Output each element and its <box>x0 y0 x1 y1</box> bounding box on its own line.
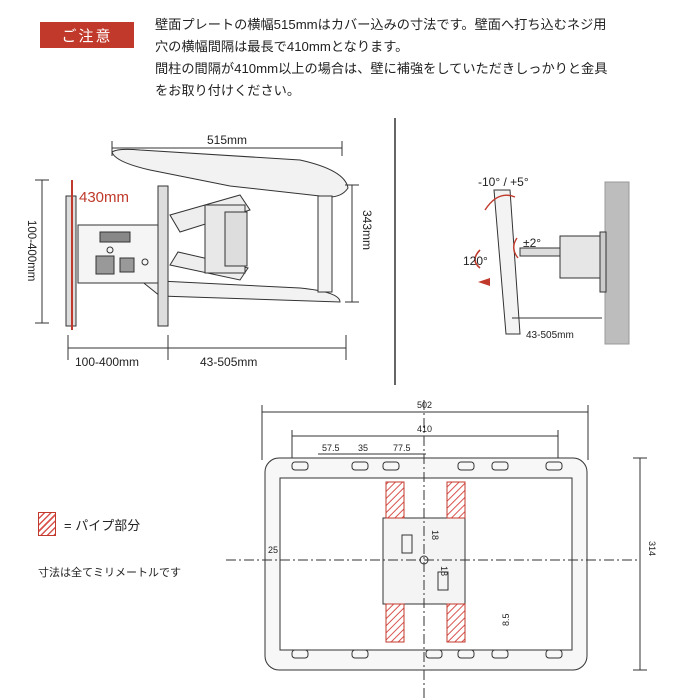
swivel-arrow <box>478 278 490 286</box>
tilt-view <box>474 181 630 345</box>
label-bottom-right: 43-505mm <box>200 355 257 369</box>
label-rotation: ±2° <box>523 236 541 250</box>
pipe-section <box>385 603 405 643</box>
dim-18-bottom: 18 <box>439 566 449 576</box>
dim-35: 35 <box>358 443 368 453</box>
pipe-hatch-swatch <box>38 512 56 536</box>
label-430: 430mm <box>79 189 129 206</box>
arm-joint <box>559 235 605 279</box>
wall-plate-cover <box>111 148 349 198</box>
dim-77-5: 77.5 <box>393 443 411 453</box>
tv-rail-right <box>157 185 169 327</box>
side-view <box>35 141 359 360</box>
wall-plate-bottom <box>138 279 341 303</box>
notice-line-1: 壁面プレートの横幅515mmはカバー込みの寸法です。壁面へ打ち込むネジ用 <box>155 17 607 32</box>
pipe-section <box>446 481 466 519</box>
notice-text: 壁面プレートの横幅515mmはカバー込みの寸法です。壁面へ打ち込むネジ用 穴の横… <box>155 14 680 102</box>
dim-57-5: 57.5 <box>322 443 340 453</box>
label-bottom-left: 100-400mm <box>75 355 139 369</box>
notice-line-3: 間柱の間隔が410mm以上の場合は、壁に補強をしていただきしっかりと金具 <box>155 61 608 76</box>
legend-label: = パイプ部分 <box>64 517 141 533</box>
dim-410: 410 <box>417 424 432 434</box>
label-515: 515mm <box>207 133 247 147</box>
pipe-section <box>446 603 466 643</box>
dim-8-5: 8.5 <box>501 613 511 626</box>
label-extension: 43-505mm <box>526 330 574 341</box>
plate-drawing <box>226 400 647 700</box>
pipe-section <box>385 481 405 519</box>
tv-panel <box>493 189 521 335</box>
label-tilt: -10° / +5° <box>478 175 529 189</box>
dim-502: 502 <box>417 400 432 410</box>
label-vertical-range: 100-400mm <box>25 220 37 281</box>
notice-badge: ご注意 <box>40 22 134 48</box>
notice-badge-label: ご注意 <box>61 27 113 45</box>
label-swivel: 120° <box>463 254 488 268</box>
notice-line-2: 穴の横幅間隔は最長で410mmとなります。 <box>155 39 409 54</box>
wall-plate-side <box>317 195 333 293</box>
dim-25: 25 <box>268 545 278 555</box>
dim-314: 314 <box>647 541 657 556</box>
units-note: 寸法は全てミリメートルです <box>38 567 181 579</box>
notice-line-4: をお取り付けください。 <box>155 83 301 98</box>
wall <box>604 181 630 345</box>
dim-18-top: 18 <box>430 530 440 540</box>
label-343: 343mm <box>360 210 374 250</box>
legend: = パイプ部分 <box>38 512 140 536</box>
